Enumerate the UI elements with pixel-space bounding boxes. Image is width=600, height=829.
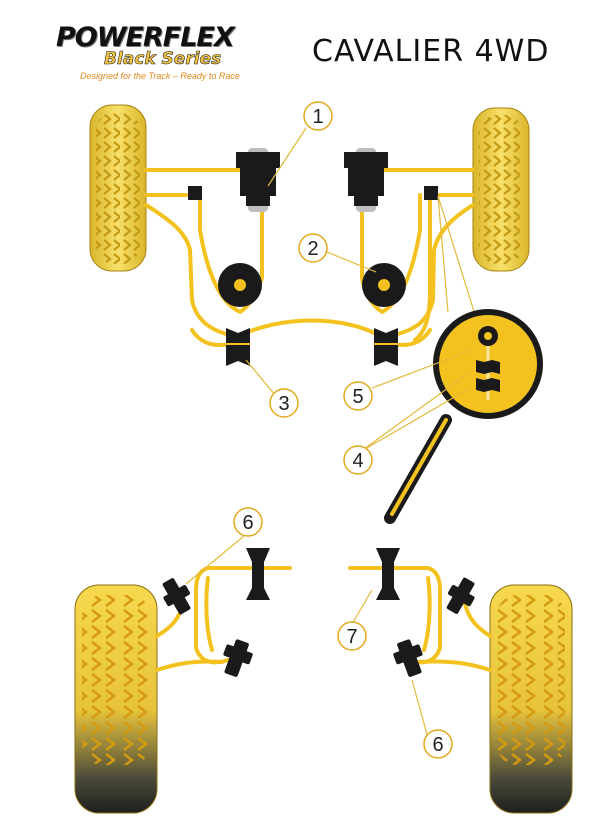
front-small-bush-right bbox=[424, 186, 438, 200]
rear-right-tyre bbox=[489, 584, 573, 814]
front-small-bush-left bbox=[188, 186, 202, 200]
callout-5-label: 5 bbox=[352, 386, 363, 408]
callout-7: 7 bbox=[337, 621, 367, 651]
callout-6-left: 6 bbox=[233, 507, 263, 537]
bush-2-right bbox=[362, 263, 406, 307]
rear-bush-left-large bbox=[246, 548, 270, 600]
callout-1: 1 bbox=[303, 101, 333, 131]
callout-4-label: 4 bbox=[352, 450, 363, 472]
magnifier-drop-link-detail bbox=[384, 195, 543, 524]
bush-1-left bbox=[236, 148, 280, 212]
callout-6-right: 6 bbox=[423, 729, 453, 759]
logo-tagline: Designed for the Track – Ready to Race bbox=[80, 71, 240, 81]
callout-leaders bbox=[185, 127, 473, 739]
bush-3-right bbox=[374, 328, 398, 366]
bush-2-left bbox=[218, 263, 262, 307]
callout-6-right-label: 6 bbox=[432, 734, 443, 756]
page-title: CAVALIER 4WD bbox=[312, 34, 550, 69]
logo-brand: POWERFLEX bbox=[56, 22, 235, 53]
callout-2-label: 2 bbox=[307, 238, 318, 260]
bush-6-rear-right-lower bbox=[393, 639, 423, 677]
front-right-tyre bbox=[472, 107, 530, 272]
callout-1-label: 1 bbox=[312, 106, 323, 128]
callout-4: 4 bbox=[343, 445, 373, 475]
bush-6-rear-left-lower bbox=[223, 639, 253, 677]
rear-left-tyre bbox=[74, 584, 158, 814]
callout-6-left-label: 6 bbox=[242, 512, 253, 534]
rear-suspension-arms bbox=[155, 566, 492, 672]
bush-7-rear-right-large bbox=[376, 548, 400, 600]
callout-3-label: 3 bbox=[278, 393, 289, 415]
callout-5: 5 bbox=[343, 381, 373, 411]
callout-2: 2 bbox=[298, 233, 328, 263]
front-left-tyre bbox=[89, 104, 147, 272]
bush-6-rear-right-upper bbox=[446, 577, 475, 614]
powerflex-logo: POWERFLEX Black Series Designed for the … bbox=[50, 22, 240, 84]
callout-7-label: 7 bbox=[346, 626, 357, 648]
callout-3: 3 bbox=[269, 388, 299, 418]
bush-1-right bbox=[344, 148, 388, 212]
bush-6-rear-left-upper bbox=[162, 578, 191, 615]
logo-series: Black Series bbox=[104, 49, 222, 70]
bush-3-left bbox=[226, 328, 250, 366]
